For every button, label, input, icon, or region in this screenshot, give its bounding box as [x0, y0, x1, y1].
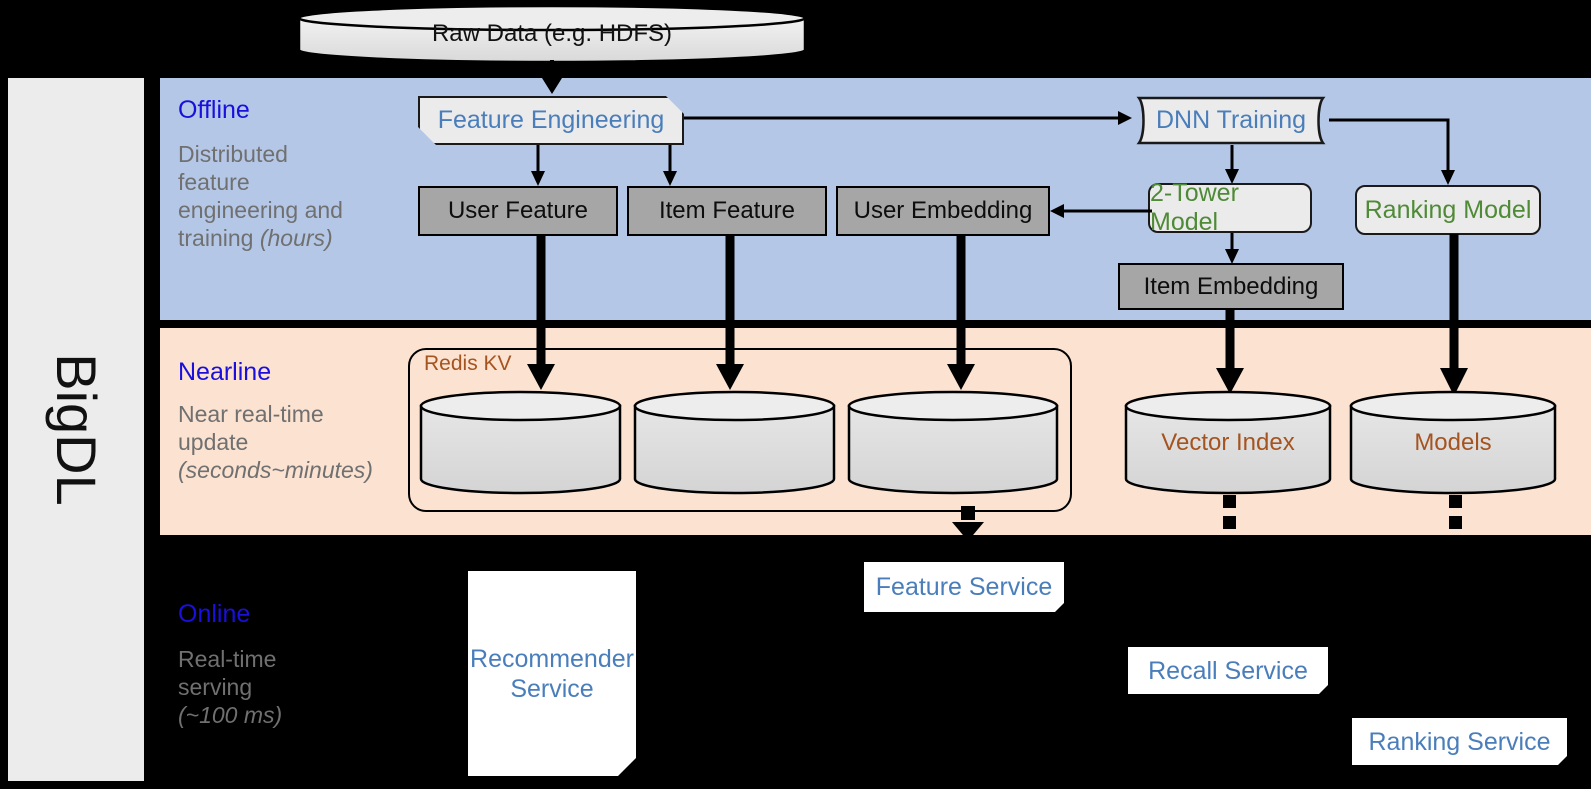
redis-store-3-cylinder[interactable] [847, 390, 1059, 495]
recommender-service-label: Recommender Service [470, 644, 634, 703]
online-band-title: Online [178, 600, 251, 628]
arrow-featureeng-to-dnn [684, 111, 1132, 125]
nearline-desc-italic-wrap: (seconds~minutes) [178, 456, 408, 484]
nearline-desc-line-1: Near real-time [178, 401, 324, 427]
dnn-training-label: DNN Training [1155, 106, 1307, 134]
two-tower-model-node[interactable]: 2-Tower Model [1148, 179, 1312, 236]
item-embedding-label: Item Embedding [1143, 272, 1319, 300]
arrow-featureeng-to-userfeature [531, 145, 545, 186]
arrow-rawdata-to-featureeng [542, 60, 562, 94]
ranking-service-label: Ranking Service [1368, 727, 1551, 756]
vector-index-cylinder[interactable]: Vector Index [1124, 390, 1332, 495]
page-fold-icon [618, 758, 636, 776]
feature-engineering-node[interactable]: Feature Engineering [418, 96, 684, 145]
feature-engineering-label: Feature Engineering [437, 106, 665, 134]
item-feature-label: Item Feature [658, 197, 796, 224]
arrow-userembedding-to-store3 [947, 236, 975, 390]
page-fold-icon [1055, 603, 1064, 612]
models-label: Models [1414, 428, 1492, 456]
dnn-training-node[interactable]: DNN Training [1133, 96, 1329, 145]
arrow-twotower-to-userembedding [1050, 204, 1152, 218]
online-desc-italic-wrap: (~100 ms) [178, 701, 408, 729]
raw-data-label: Raw Data (e.g. HDFS) [431, 20, 673, 47]
offline-desc-line-1: Distributed [178, 141, 288, 167]
recall-service-label: Recall Service [1148, 656, 1308, 685]
offline-band-desc: Distributed feature engineering and trai… [178, 140, 408, 252]
ranking-service-card[interactable]: Ranking Service [1352, 718, 1567, 765]
online-band-desc: Real-time serving (~100 ms) [178, 645, 408, 729]
arrow-dnn-to-twotower [1225, 145, 1239, 184]
recommender-service-card[interactable]: Recommender Service [468, 571, 636, 776]
offline-desc-line-2: feature [178, 169, 250, 196]
arrow-userfeature-to-store1 [527, 236, 555, 390]
bigdl-rail-label: BigDL [44, 353, 108, 506]
arrow-featureeng-to-itemfeature [663, 145, 677, 186]
arrow-itemfeature-to-store2 [716, 236, 744, 390]
item-feature-node[interactable]: Item Feature [627, 186, 827, 236]
offline-band-title: Offline [178, 96, 250, 124]
offline-desc-line-3: engineering and [178, 197, 343, 224]
redis-store-2-cylinder[interactable] [633, 390, 836, 495]
offline-desc-line-4: training (hours) [178, 224, 408, 252]
feature-service-label: Feature Service [875, 573, 1053, 601]
bigdl-rail: BigDL [8, 78, 144, 781]
two-tower-model-label: 2-Tower Model [1150, 179, 1239, 236]
page-fold-icon [1319, 685, 1328, 694]
arrow-dnn-to-rankingmodel [1329, 118, 1455, 185]
item-embedding-node[interactable]: Item Embedding [1118, 263, 1344, 310]
arrow-rediskv-to-featureservice [952, 506, 984, 541]
arrow-twotower-to-itemembedding [1225, 233, 1239, 264]
ranking-model-node[interactable]: Ranking Model [1355, 185, 1541, 235]
arrow-rankingmodel-to-models [1440, 234, 1468, 396]
online-desc-line-2: serving [178, 674, 253, 701]
user-embedding-node[interactable]: User Embedding [836, 186, 1050, 236]
nearline-band-desc: Near real-time update (seconds~minutes) [178, 400, 408, 484]
redis-kv-container [408, 348, 1072, 512]
redis-store-1-cylinder[interactable] [419, 390, 622, 495]
page-fold-icon [1558, 756, 1567, 765]
offline-desc-line-4-text: training [178, 225, 260, 252]
online-desc-line-1: Real-time [178, 646, 277, 672]
raw-data-cylinder: Raw Data (e.g. HDFS) [297, 4, 807, 64]
online-desc-italic: (~100 ms) [178, 702, 283, 729]
dotted-vectorindex-to-recallservice [1223, 495, 1236, 529]
nearline-desc-line-2: update [178, 429, 249, 456]
bigdl-rail-label-wrap: BigDL [8, 78, 144, 781]
user-feature-label: User Feature [447, 197, 589, 224]
recall-service-card[interactable]: Recall Service [1128, 647, 1328, 694]
user-feature-node[interactable]: User Feature [418, 186, 618, 236]
nearline-band-title: Nearline [178, 358, 272, 386]
feature-service-card[interactable]: Feature Service [864, 562, 1064, 612]
redis-kv-label: Redis KV [424, 352, 512, 375]
vector-index-label: Vector Index [1161, 428, 1295, 456]
nearline-desc-italic: (seconds~minutes) [178, 457, 373, 484]
ranking-model-label: Ranking Model [1364, 195, 1532, 224]
models-cylinder[interactable]: Models [1349, 390, 1557, 495]
arrow-itemembedding-to-vectorindex [1216, 310, 1244, 394]
dotted-models-to-rankingservice [1449, 495, 1462, 529]
offline-desc-italic: (hours) [259, 225, 333, 252]
user-embedding-label: User Embedding [853, 197, 1033, 224]
